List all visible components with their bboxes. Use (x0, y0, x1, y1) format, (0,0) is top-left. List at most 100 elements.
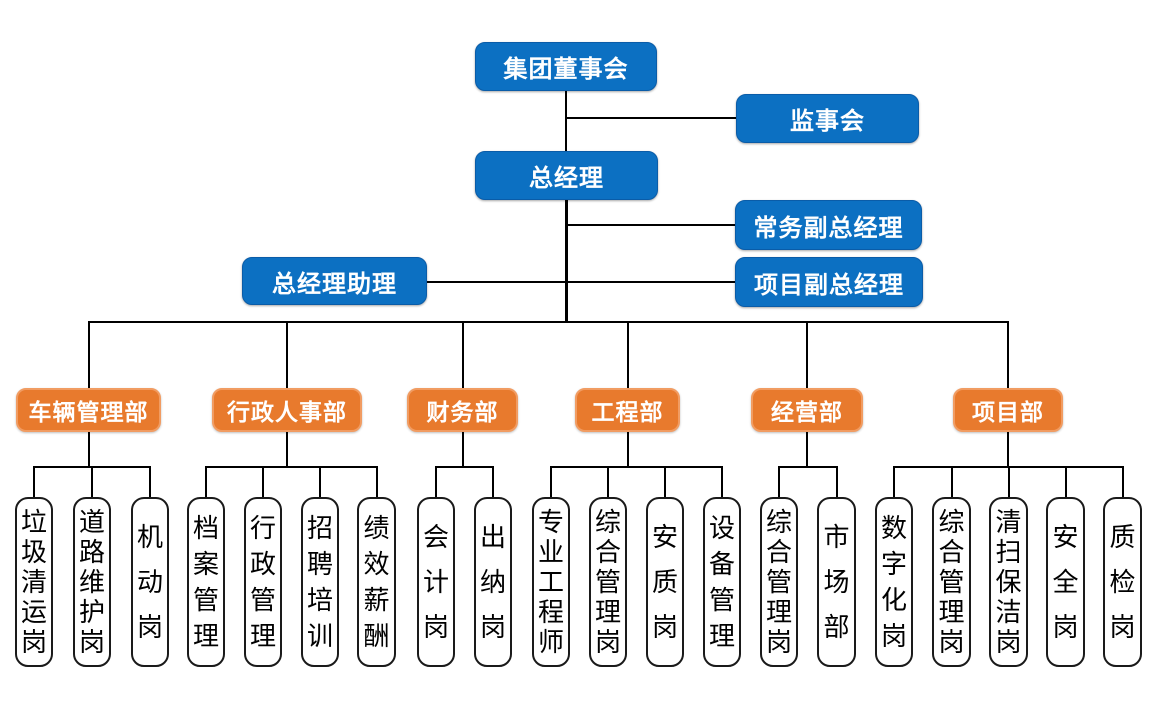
org-node-leaf-admin-mgmt: 行政管理 (244, 497, 282, 667)
connector-line (806, 322, 808, 388)
label-char: 理 (708, 621, 735, 651)
label-char: 专 (537, 507, 564, 537)
org-node-label: 行政管理 (246, 499, 280, 665)
connector-line (626, 432, 629, 467)
label-char: 酬 (363, 621, 390, 651)
connector-line (566, 224, 735, 226)
label-char: 岗 (938, 627, 965, 657)
org-node-leaf-archives-mgmt: 档案管理 (187, 497, 225, 667)
connector-line (778, 466, 838, 468)
label-char: 场 (823, 567, 850, 597)
label-char: 质 (651, 567, 678, 597)
label-char: 管 (192, 585, 219, 615)
org-node-leaf-recruit-training: 招聘培训 (301, 497, 339, 667)
label-char: 岗 (880, 621, 907, 651)
connector-line (566, 117, 736, 119)
label-char: 训 (306, 621, 333, 651)
connector-line (626, 322, 629, 388)
org-node-leaf-cleaning: 清扫保洁岗 (989, 497, 1028, 667)
org-node-dept-vehicle: 车辆管理部 (16, 388, 161, 432)
connector-line (205, 466, 378, 468)
connector-line (1064, 467, 1067, 497)
label-char: 综 (594, 507, 621, 537)
label-char: 计 (422, 567, 449, 597)
connector-line (950, 467, 953, 497)
label-char: 行 (249, 513, 276, 543)
org-node-dept-operations: 经营部 (751, 388, 863, 432)
label-char: 化 (880, 585, 907, 615)
label-char: 维 (78, 567, 105, 597)
connector-line (835, 467, 838, 497)
org-node-label: 项目副总经理 (754, 271, 904, 299)
connector-line (721, 467, 723, 497)
org-node-label: 集团董事会 (503, 56, 629, 83)
label-char: 培 (306, 585, 333, 615)
org-node-supervisory: 监事会 (736, 94, 919, 143)
connector-line (319, 467, 321, 497)
label-char: 管 (249, 585, 276, 615)
org-node-dept-finance: 财务部 (407, 388, 518, 432)
connector-line (492, 467, 494, 497)
org-node-leaf-accounting: 会计岗 (417, 497, 455, 667)
label-char: 清 (995, 507, 1022, 537)
connector-line (87, 322, 90, 388)
connector-line (375, 467, 378, 497)
label-char: 理 (594, 597, 621, 627)
label-char: 质 (1109, 522, 1136, 552)
label-char: 出 (479, 522, 506, 552)
label-char: 合 (765, 537, 792, 567)
connector-line (461, 322, 464, 388)
org-node-dept-admin-hr: 行政人事部 (212, 388, 362, 432)
org-node-label: 行政人事部 (227, 399, 347, 425)
label-char: 动 (136, 567, 163, 597)
connector-line (435, 466, 494, 468)
org-node-leaf-quality-inspection: 质检岗 (1103, 497, 1142, 667)
org-node-label: 常务副总经理 (753, 214, 904, 242)
label-char: 管 (938, 567, 965, 597)
label-char: 洁 (995, 597, 1022, 627)
connector-line (778, 467, 780, 497)
org-node-label: 监事会 (790, 108, 865, 135)
label-char: 岗 (78, 627, 105, 657)
org-node-leaf-proj-general-mgmt: 综合管理岗 (932, 497, 971, 667)
label-char: 师 (537, 627, 564, 657)
label-char: 岗 (594, 627, 621, 657)
label-char: 设 (708, 513, 735, 543)
label-char: 岗 (1109, 612, 1136, 642)
label-char: 合 (594, 537, 621, 567)
org-node-leaf-safety: 安全岗 (1046, 497, 1085, 667)
label-char: 岗 (20, 627, 47, 657)
org-node-label: 质检岗 (1105, 499, 1140, 665)
label-char: 圾 (20, 537, 47, 567)
org-node-leaf-ops-general-mgmt: 综合管理岗 (760, 497, 798, 667)
connector-line (91, 467, 93, 497)
connector-line (1007, 432, 1009, 467)
org-node-leaf-performance-pay: 绩效薪酬 (357, 497, 396, 667)
connector-line (893, 467, 895, 497)
connector-line (286, 322, 288, 388)
connector-line (87, 321, 1009, 323)
label-char: 市 (823, 522, 850, 552)
label-char: 岗 (765, 627, 792, 657)
label-char: 理 (192, 621, 219, 651)
org-node-leaf-cashier: 出纳岗 (474, 497, 512, 667)
org-node-label: 会计岗 (419, 499, 453, 665)
label-char: 扫 (995, 537, 1022, 567)
connector-line (664, 467, 666, 497)
label-char: 业 (537, 537, 564, 567)
label-char: 绩 (363, 513, 390, 543)
connector-line (1007, 322, 1009, 388)
label-char: 案 (192, 549, 219, 579)
org-node-gm-assistant: 总经理助理 (242, 257, 427, 305)
label-char: 会 (422, 522, 449, 552)
connector-line (149, 467, 151, 497)
label-char: 保 (995, 567, 1022, 597)
label-char: 纳 (479, 567, 506, 597)
org-node-label: 财务部 (426, 399, 499, 425)
connector-line (435, 467, 437, 497)
connector-line (565, 200, 568, 323)
org-node-leaf-garbage-clearing: 垃圾清运岗 (15, 497, 53, 667)
label-char: 检 (1109, 567, 1136, 597)
label-char: 清 (20, 567, 47, 597)
org-node-label: 机动岗 (133, 499, 167, 665)
